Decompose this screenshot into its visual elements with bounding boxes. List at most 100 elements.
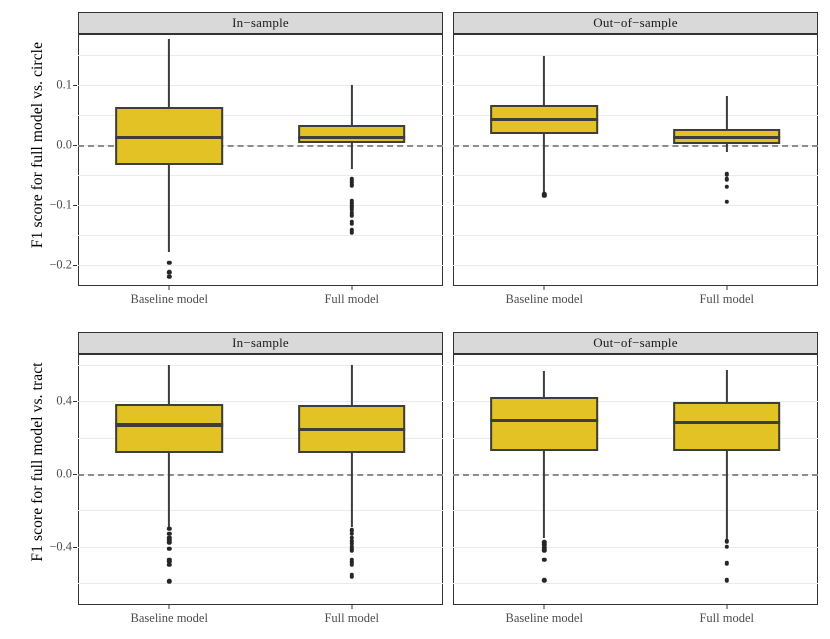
boxplot-box	[490, 396, 599, 452]
y-tick-mark	[73, 474, 77, 476]
x-tick-mark	[351, 605, 353, 609]
boxplot-outlier-point	[542, 557, 547, 562]
boxplot-outlier-point	[542, 542, 547, 548]
y-tick-label: −0.4	[49, 539, 72, 554]
grid-line	[453, 115, 818, 116]
grid-line	[78, 55, 443, 56]
boxplot-outlier-point	[349, 230, 354, 235]
boxplot-outlier-point	[167, 540, 172, 545]
y-tick-label: 0.0	[56, 137, 72, 152]
boxplot-whisker-lower	[350, 453, 353, 527]
boxplot-outlier-point	[167, 562, 172, 568]
plot-area-2-2	[453, 354, 818, 605]
boxplot-box	[672, 402, 781, 452]
boxplot-box	[115, 404, 224, 454]
plot-area-1-1	[78, 34, 443, 286]
boxplot-outlier-point	[349, 205, 354, 210]
zero-reference-line	[453, 474, 818, 477]
x-tick-label-full-model: Full model	[324, 611, 380, 625]
boxplot-outlier-point	[724, 539, 729, 544]
y-tick-mark	[73, 546, 77, 548]
boxplot-whisker-upper	[168, 38, 171, 108]
boxplot-outlier-point	[349, 574, 354, 579]
boxplot-outlier-point	[167, 260, 172, 265]
plot-area-2-1	[78, 354, 443, 605]
boxplot-outlier-point	[349, 212, 354, 218]
grid-line	[453, 265, 818, 266]
boxplot-outlier-point	[349, 183, 354, 188]
facet-strip-label: In−sample	[232, 15, 289, 30]
grid-line	[453, 401, 818, 403]
x-tick-label-baseline-model: Baseline model	[130, 611, 208, 625]
boxplot-outlier-point	[349, 210, 354, 215]
grid-line	[453, 364, 818, 366]
boxplot-whisker-upper	[725, 370, 728, 403]
x-tick-label-baseline-model: Baseline model	[505, 611, 583, 625]
facet-strip-1-2: Out−of−sample	[453, 12, 818, 34]
grid-line	[453, 235, 818, 236]
boxplot-outlier-point	[349, 221, 354, 226]
boxplot-whisker-lower	[543, 134, 546, 193]
facet-strip-1-1: In−sample	[78, 12, 443, 34]
grid-line	[78, 546, 443, 548]
boxplot-outlier-point	[724, 176, 729, 182]
boxplot-whisker-upper	[350, 364, 353, 406]
facet-strip-label: In−sample	[232, 335, 289, 350]
grid-line	[453, 85, 818, 86]
y-tick-label: 0.4	[56, 393, 72, 408]
x-tick-mark	[543, 286, 545, 290]
facet-panel-2-2	[453, 354, 818, 605]
boxplot-outlier-point	[542, 578, 547, 583]
x-tick-mark	[351, 286, 353, 290]
facet-strip-label: Out−of−sample	[593, 15, 678, 30]
boxplot-outlier-point	[542, 548, 547, 553]
facet-strip-2-2: Out−of−sample	[453, 332, 818, 354]
x-tick-mark	[543, 605, 545, 609]
grid-line	[78, 583, 443, 585]
boxplot-outlier-point	[167, 531, 172, 537]
boxplot-outlier-point	[167, 559, 172, 564]
boxplot-whisker-lower	[350, 142, 353, 169]
grid-line	[78, 401, 443, 403]
facet-strip-2-1: In−sample	[78, 332, 443, 354]
y-tick-label: 0.0	[56, 466, 72, 481]
grid-line	[78, 115, 443, 116]
y-tick-labels-2: 0.4 0.0 −0.4	[30, 320, 72, 639]
plot-area-1-2	[453, 34, 818, 286]
boxplot-outlier-point	[167, 526, 172, 531]
boxplot-outlier-point	[724, 172, 729, 177]
x-tick-label-full-model: Full model	[699, 292, 755, 306]
boxplot-whisker-upper	[725, 95, 728, 129]
boxplot-whisker-lower	[168, 453, 171, 528]
x-tick-label-full-model: Full model	[699, 611, 755, 625]
grid-line	[453, 546, 818, 548]
y-tick-mark	[73, 205, 77, 206]
boxplot-outlier-point	[349, 560, 354, 565]
boxplot-median-line	[672, 420, 781, 424]
boxplot-median-line	[490, 418, 599, 422]
boxplot-outlier-point	[349, 176, 354, 182]
y-tick-label: −0.1	[49, 197, 72, 212]
y-tick-label: −0.2	[49, 257, 72, 272]
x-tick-mark	[726, 286, 728, 290]
x-tick-mark	[726, 605, 728, 609]
boxplot-whisker-upper	[350, 85, 353, 125]
grid-line	[78, 437, 443, 439]
grid-line	[453, 437, 818, 439]
boxplot-outlier-point	[724, 544, 729, 549]
boxplot-outlier-point	[349, 528, 354, 533]
boxplot-outlier-point	[349, 200, 354, 206]
boxplot-outlier-point	[724, 184, 729, 190]
boxplot-whisker-lower	[725, 143, 728, 153]
grid-line	[78, 510, 443, 512]
boxplot-box	[297, 124, 406, 143]
grid-line	[453, 55, 818, 56]
boxplot-outlier-point	[349, 562, 354, 568]
boxplot-outlier-point	[349, 198, 354, 203]
grid-line	[453, 175, 818, 176]
facet-panel-2-1	[78, 354, 443, 605]
boxplot-outlier-point	[542, 540, 547, 545]
boxplot-median-line	[115, 423, 224, 427]
boxplot-outlier-point	[349, 531, 354, 537]
